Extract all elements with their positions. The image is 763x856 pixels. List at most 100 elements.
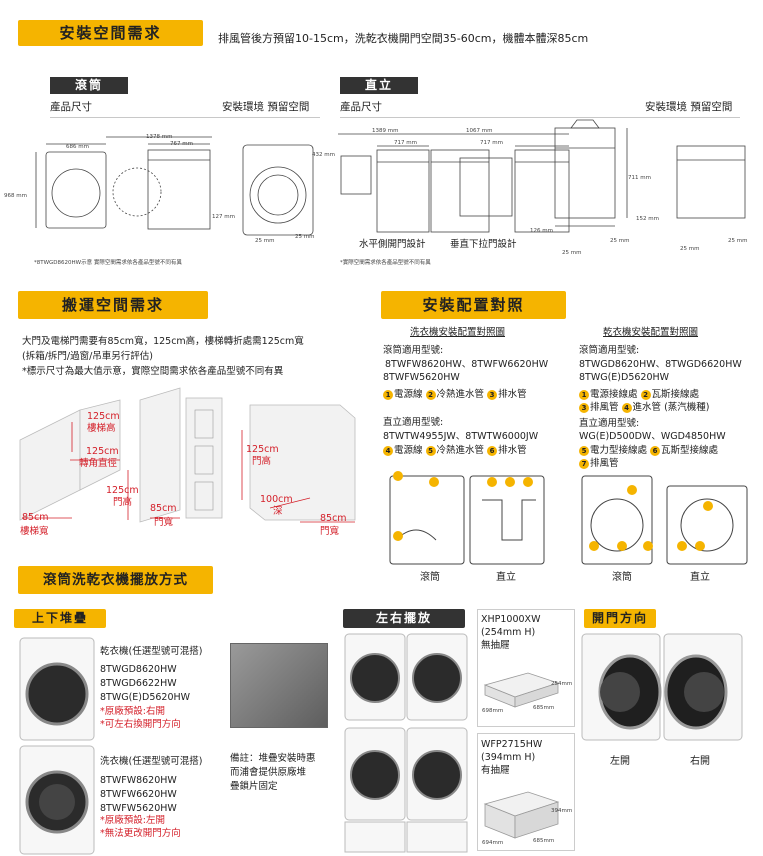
door-direction-appliances — [581, 633, 743, 741]
install-note: 排風管後方預留10-15cm，洗乾衣機開門空間35-60cm，機體本體深85cm — [218, 32, 589, 45]
washer-item: 電源線 — [394, 389, 423, 400]
dryer-up-models-title: 直立適用型號: — [579, 418, 640, 429]
stairs-b2: 轉角直徑 — [79, 458, 118, 469]
door-a: 125cm — [106, 485, 139, 496]
drum-dim-w1: 686 mm — [66, 144, 89, 150]
washer-up-models-title: 直立適用型號: — [383, 417, 444, 428]
drum-dim-h: 968 mm — [4, 193, 27, 199]
stack-dryer-model: 8TWGD6622HW — [100, 678, 177, 689]
stairs-b: 125cm — [86, 446, 119, 457]
stack-dryer-model: 8TWG(E)D5620HW — [100, 692, 191, 703]
number-badge: 4 — [383, 446, 393, 456]
stairs-c: 85cm — [22, 512, 49, 523]
washer-config-heading: 洗衣機安裝配置對照圖 — [410, 327, 506, 338]
stack-dryer-model: 8TWGD8620HW — [100, 664, 177, 675]
dryer-item: 瓦斯接線處 — [651, 389, 700, 400]
number-badge: 1 — [383, 390, 393, 400]
washer-item: 冷熱進水管 — [436, 445, 485, 456]
stairs-a2: 樓梯高 — [87, 423, 116, 434]
upright-footnote: *實際空間需求依各產品型號不同有異 — [340, 260, 431, 266]
room-c: 85cm — [320, 513, 347, 524]
side-by-side-appliances — [344, 633, 468, 853]
number-badge: 2 — [640, 390, 651, 400]
room-b2: 深 — [273, 506, 283, 517]
upright-dim-gap1: 25 mm — [562, 250, 582, 256]
stack-tag: 上下堆疊 — [14, 609, 106, 628]
upright-dim-w2: 1067 mm — [466, 128, 493, 134]
upright-dim-gap3: 25 mm — [680, 246, 700, 252]
pedestal1-dim: 698mm — [482, 708, 504, 714]
room-a: 125cm — [246, 444, 279, 455]
dryer-drum-models-1: 8TWGD8620HW、8TWGD6620HW — [579, 359, 742, 370]
config-back-diagrams — [389, 471, 748, 565]
stack-washer-model: 8TWFW8620HW — [100, 775, 177, 786]
dryer-item: 電力型接線處 — [590, 445, 648, 456]
room-c2: 門寬 — [320, 526, 340, 537]
pedestal1-line: (254mm H) — [481, 627, 536, 638]
pedestal1-drawing — [483, 672, 560, 708]
divider — [340, 117, 740, 118]
stairs-c2: 樓梯寬 — [20, 526, 49, 537]
upright-dim-gap4: 25 mm — [728, 238, 748, 244]
room-a2: 門高 — [252, 456, 272, 467]
upright-dim-side2: 152 mm — [636, 216, 659, 222]
dryer-item: 電源接線處 — [590, 389, 638, 400]
door-left-label: 左開 — [610, 756, 630, 767]
upright-label-horizontal: 水平側開門設計 — [359, 239, 426, 250]
upright-dim-w4: 717 mm — [480, 140, 503, 146]
washer-drum-models-1: 8TWFW8620HW、8TWFW6620HW — [385, 359, 549, 370]
dryer-cap-up: 直立 — [690, 572, 710, 583]
pedestal1-box — [477, 609, 575, 727]
number-badge: 5 — [579, 446, 589, 456]
number-badge: 6 — [487, 446, 498, 456]
number-badge: 4 — [621, 403, 632, 413]
transport-line1: 大門及電梯門需要有85cm寬，125cm高，樓梯轉折處需125cm寬 — [22, 336, 304, 347]
transport-illustration — [19, 387, 356, 523]
drum-dim-side: 127 mm — [212, 214, 235, 220]
drum-dim-gap1: 25 mm — [255, 238, 275, 244]
number-badge: 3 — [579, 403, 589, 413]
drum-env: 安裝環境 預留空間 — [222, 101, 310, 113]
upright-product-size: 產品尺寸 — [340, 101, 382, 113]
dryer-drum-models-2: 8TWG(E)D5620HW — [579, 372, 670, 383]
upright-dimension-diagram — [338, 119, 746, 233]
pedestal1-dim: 254mm — [551, 681, 573, 687]
pedestal2-dim: 394mm — [551, 808, 573, 814]
stack-washer-model: 8TWFW6620HW — [100, 789, 177, 800]
pedestal1-dim: 685mm — [533, 705, 555, 711]
washer-item: 排水管 — [498, 445, 527, 456]
stack-washer-note: *原廠預設:左開 — [100, 815, 165, 826]
dryer-drum-models-title: 滾筒適用型號: — [579, 345, 640, 356]
dryer-item: 排風管 — [590, 402, 619, 413]
upright-dim-w3: 717 mm — [394, 140, 417, 146]
drum-dim-w2: 1378 mm — [146, 134, 173, 140]
washer-cap-up: 直立 — [496, 572, 516, 583]
room-b: 100cm — [260, 494, 293, 505]
stack-dryer-title: 乾衣機(任選型號可混搭) — [100, 646, 203, 657]
pedestal1-line: XHP1000XW — [481, 614, 541, 625]
dryer-up-models-1: WG(E)D500DW、WGD4850HW — [579, 431, 726, 442]
pedestal2-box — [477, 733, 575, 851]
stack-remark: 而浦會提供原廠堆 — [230, 767, 307, 778]
drum-dim-w3: 767 mm — [170, 141, 193, 147]
upright-dim-w1: 1389 mm — [372, 128, 399, 134]
pedestal2-line: 有抽屜 — [481, 765, 510, 776]
dryer-config-heading: 乾衣機安裝配置對照圖 — [603, 327, 699, 338]
number-badge: 1 — [579, 390, 589, 400]
side-tag: 左右擺放 — [343, 609, 465, 628]
stack-washer-title: 洗衣機(任選型號可混搭) — [100, 756, 203, 767]
divider — [50, 117, 320, 118]
upright-tag: 直立 — [340, 77, 418, 94]
drum-product-size: 產品尺寸 — [50, 101, 92, 113]
number-badge: 6 — [650, 446, 661, 456]
number-badge: 3 — [487, 390, 498, 400]
transport-line2: (拆箱/拆門/過窗/吊車另行評估) — [22, 351, 154, 362]
washer-item: 冷熱進水管 — [436, 389, 485, 400]
number-badge: 7 — [579, 459, 589, 469]
door-right-label: 右開 — [690, 756, 710, 767]
dryer-item: 排風管 — [590, 458, 619, 469]
stacked-appliances — [19, 637, 95, 855]
dryer-item: 進水管 (蒸汽機種) — [632, 402, 710, 413]
